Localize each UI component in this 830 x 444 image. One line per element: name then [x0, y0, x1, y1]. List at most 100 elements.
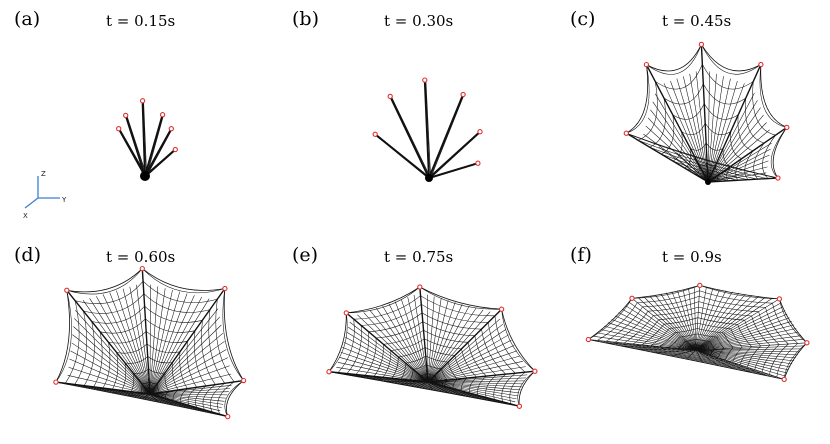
mesh-ring: [703, 83, 746, 105]
corner-mass-marker: [168, 126, 174, 132]
mesh-thread: [695, 324, 795, 351]
corner-mass-marker: [498, 306, 505, 312]
mesh-thread: [149, 293, 188, 395]
net-arm: [427, 370, 536, 383]
mesh-thread: [629, 302, 697, 351]
net-perimeter: [631, 285, 700, 299]
mesh-thread: [695, 348, 802, 351]
corner-mass-marker: [64, 287, 70, 293]
corner-mass-marker: [116, 126, 122, 132]
mesh-thread: [149, 284, 151, 395]
mesh-thread: [346, 331, 429, 383]
mesh-ring: [382, 350, 392, 378]
mesh-ring: [361, 304, 422, 326]
net-arm-strand: [143, 100, 148, 177]
mesh-thread: [67, 375, 151, 395]
mesh-ring: [422, 321, 475, 336]
mesh-thread: [695, 310, 786, 351]
mesh-ring: [142, 268, 225, 294]
net-figure-c: [623, 41, 790, 185]
net-perimeter: [646, 44, 702, 72]
net-arm: [144, 113, 164, 177]
mesh-thread: [427, 294, 429, 383]
mesh-thread: [622, 308, 697, 351]
mesh-thread: [695, 349, 787, 374]
mesh-thread: [638, 297, 697, 351]
mesh-ring: [337, 372, 512, 405]
coordinate-axes-icon: Z Y X: [23, 170, 67, 220]
mesh-ring: [487, 322, 516, 374]
mesh-thread: [74, 318, 151, 395]
mesh-thread: [707, 122, 767, 183]
corner-mass-marker: [477, 129, 483, 135]
mesh-thread: [149, 373, 232, 395]
net-perimeter: [701, 44, 762, 72]
mesh-ring: [419, 286, 502, 310]
panel-b: (b) t = 0.30s: [278, 0, 554, 222]
mesh-ring: [759, 64, 787, 128]
mesh-ring: [353, 295, 421, 320]
mesh-ring: [375, 321, 423, 339]
panel-label: (f): [570, 244, 592, 266]
panel-label: (e): [292, 244, 319, 266]
panel-time-label: t = 0.75s: [384, 248, 454, 266]
net-perimeter: [783, 342, 808, 380]
mesh-thread: [149, 393, 224, 405]
corner-mass-marker: [629, 295, 635, 301]
net-perimeter: [779, 298, 808, 344]
mesh-ring: [424, 347, 455, 356]
mesh-thread: [695, 331, 799, 351]
mesh-thread: [611, 319, 697, 351]
mesh-thread: [427, 329, 506, 383]
net-figure-a: [116, 98, 178, 181]
mesh-thread: [427, 339, 512, 383]
net-arm: [695, 342, 808, 351]
mesh-thread: [707, 71, 710, 183]
mesh-ring: [737, 114, 754, 152]
panel-time-label: t = 0.9s: [662, 248, 722, 266]
mesh-ring: [730, 131, 742, 159]
net-arm: [423, 79, 430, 179]
mesh-thread: [625, 305, 697, 351]
mesh-ring: [703, 103, 739, 120]
mesh-thread: [649, 295, 697, 351]
mesh-thread: [695, 291, 733, 351]
mesh-ring: [368, 312, 423, 332]
mesh-thread: [401, 299, 429, 383]
mesh-thread: [695, 328, 797, 351]
mesh-thread: [597, 332, 697, 351]
mesh-ring: [672, 103, 705, 120]
net-arm: [141, 99, 146, 177]
mesh-ring: [91, 306, 145, 324]
mesh-thread: [695, 288, 714, 351]
corner-mass-marker: [159, 112, 166, 118]
mesh-ring: [705, 142, 724, 151]
mesh-thread: [695, 335, 801, 351]
mesh-thread: [149, 298, 210, 395]
net-arm: [144, 127, 173, 177]
mesh-thread: [129, 286, 151, 395]
mesh-ring: [493, 373, 506, 400]
mesh-thread: [427, 309, 484, 383]
net-figure-e: [326, 284, 538, 409]
mesh-thread: [337, 362, 429, 383]
mesh-ring: [424, 338, 462, 350]
mesh-ring: [55, 290, 72, 383]
mesh-thread: [149, 324, 222, 395]
mesh-thread: [149, 286, 159, 395]
net-arm: [700, 43, 709, 183]
net-arm-strand: [146, 128, 173, 177]
panel-f: (f) t = 0.9s: [556, 222, 830, 444]
mesh-ring: [690, 142, 707, 151]
net-perimeter: [223, 288, 244, 381]
mesh-ring: [481, 329, 506, 375]
mesh-ring: [701, 44, 762, 75]
panel-e: (e) t = 0.75s: [278, 222, 554, 444]
net-arm-strand: [126, 115, 148, 177]
mesh-ring: [65, 300, 80, 384]
panel-time-label: t = 0.60s: [106, 248, 176, 266]
net-arm: [144, 148, 177, 177]
net-arms: [625, 43, 788, 183]
corner-mass-marker: [776, 296, 783, 302]
mesh-thread: [340, 351, 429, 383]
